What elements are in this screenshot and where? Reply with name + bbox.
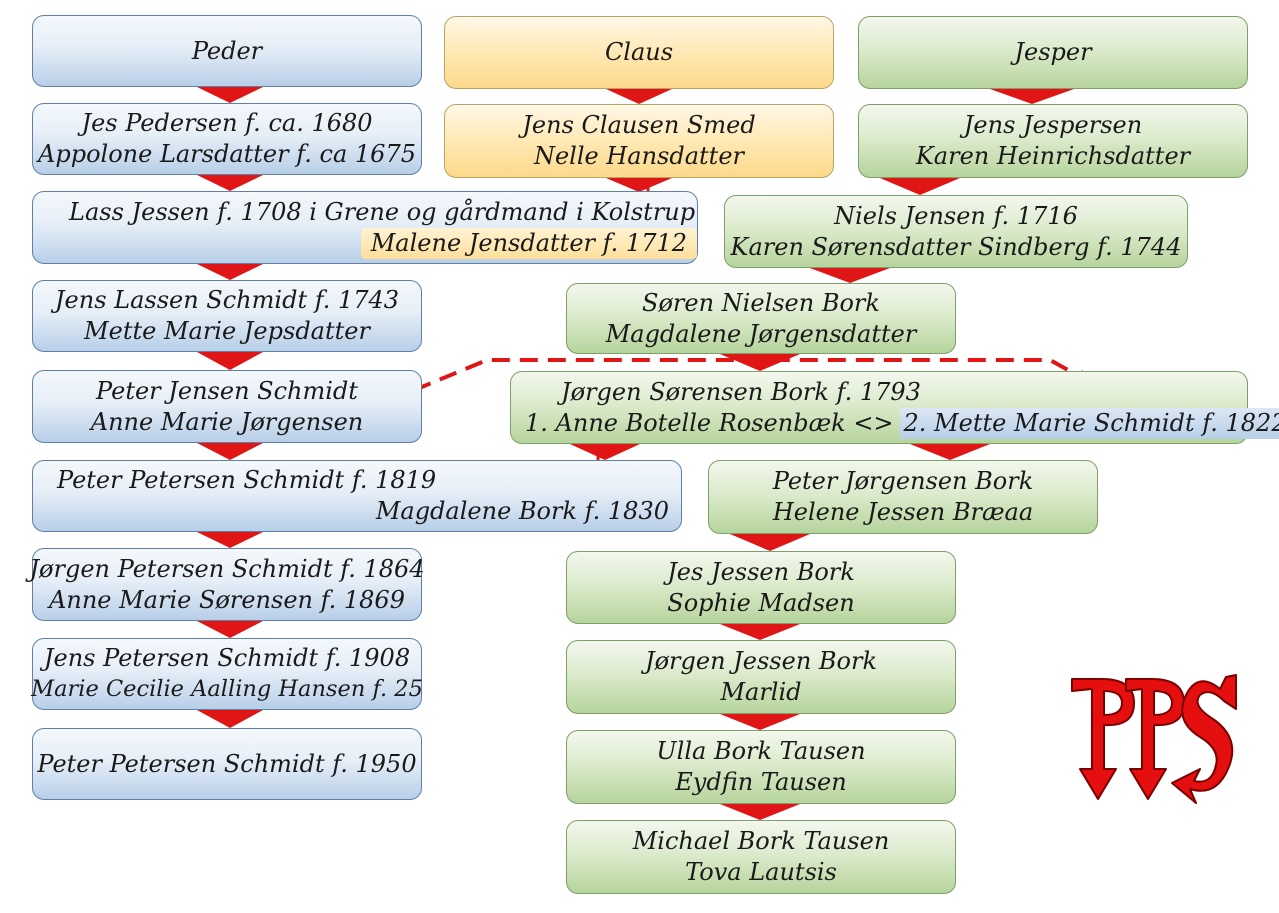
person-box: Peter Petersen Schmidt f. 1950 (32, 728, 422, 800)
spouse-first: 1. Anne Botelle Rosenbæk <> (525, 408, 894, 437)
person-box: Jens Jespersen Karen Heinrichsdatter (858, 104, 1248, 178)
connector-arrow (810, 268, 890, 283)
connector-arrow (990, 89, 1074, 104)
person-line: Michael Bork Tausen (632, 827, 890, 855)
person-box: Jes Jessen Bork Sophie Madsen (566, 551, 956, 624)
person-line: Niels Jensen f. 1716 (834, 201, 1078, 230)
person-line: Jens Clausen Smed (522, 111, 756, 139)
person-line: Jens Petersen Schmidt f. 1908 (43, 644, 411, 672)
person-line: Peter Petersen Schmidt f. 1950 (37, 749, 417, 778)
person-line: Jes Jessen Bork (667, 557, 855, 586)
connector-arrow (197, 621, 263, 638)
connector-arrow (730, 534, 810, 551)
spouse-second: 2. Mette Marie Schmidt f. 1822 (899, 407, 1279, 439)
person-line: Appolone Larsdatter f. ca 1675 (38, 140, 416, 168)
header-jesper: Jesper (858, 16, 1248, 89)
person-box: Jens Petersen Schmidt f. 1908 Marie Ceci… (31, 638, 423, 710)
person-line: Jørgen Jessen Bork (644, 647, 878, 675)
connector-arrow (197, 264, 263, 280)
person-line: Anne Marie Sørensen f. 1869 (49, 585, 405, 614)
connector-arrow (197, 175, 263, 191)
person-box: Peter Petersen Schmidt f. 1819 Magdalene… (32, 460, 682, 532)
person-line: Anne Marie Jørgensen (90, 407, 364, 436)
person-line: Jens Jespersen (963, 111, 1143, 139)
connector-arrow (197, 443, 263, 460)
person-line: Magdalene Bork f. 1830 (375, 497, 669, 525)
header-label: Claus (604, 38, 674, 66)
person-box: Peter Jørgensen Bork Helene Jessen Bræaa (708, 460, 1098, 534)
pps-logo (1071, 674, 1237, 804)
person-box: Niels Jensen f. 1716 Karen Sørensdatter … (724, 195, 1188, 268)
person-line: Ulla Bork Tausen (656, 737, 866, 765)
connector-arrow (720, 624, 800, 640)
person-line: Peter Jensen Schmidt (96, 376, 358, 405)
person-line: Malene Jensdatter f. 1712 (360, 227, 697, 259)
person-line: Tova Lautsis (685, 858, 837, 886)
connector-arrow (606, 89, 672, 104)
connector-arrow (606, 178, 672, 192)
header-claus: Claus (444, 16, 834, 89)
person-line: Eydfin Tausen (675, 768, 847, 796)
person-box: Søren Nielsen Bork Magdalene Jørgensdatt… (566, 283, 956, 354)
person-box: Ulla Bork Tausen Eydfin Tausen (566, 730, 956, 804)
connector-arrow (720, 804, 800, 820)
person-line: Marlid (720, 678, 802, 706)
person-line: Helene Jessen Bræaa (772, 498, 1034, 526)
person-line: Magdalene Jørgensdatter (605, 319, 917, 348)
person-line: Jørgen Sørensen Bork f. 1793 (561, 377, 921, 406)
person-line: Lass Jessen f. 1708 i Grene og gårdmand … (69, 197, 696, 226)
person-box: Jørgen Sørensen Bork f. 1793 1. Anne Bot… (510, 371, 1279, 444)
connector-arrow (720, 714, 800, 730)
person-box: Michael Bork Tausen Tova Lautsis (566, 820, 956, 894)
person-line: Peter Petersen Schmidt f. 1819 (57, 466, 437, 494)
connector-arrow (197, 710, 263, 728)
person-box: Jørgen Petersen Schmidt f. 1864 Anne Mar… (29, 548, 425, 621)
header-label: Peder (191, 36, 263, 65)
person-box: Lass Jessen f. 1708 i Grene og gårdmand … (32, 191, 698, 264)
person-line: Jes Pedersen f. ca. 1680 (81, 109, 373, 137)
person-box: Jens Lassen Schmidt f. 1743 Mette Marie … (32, 280, 422, 352)
person-line: Jens Lassen Schmidt f. 1743 (54, 286, 400, 314)
person-line: Karen Sørensdatter Sindberg f. 1744 (730, 232, 1182, 261)
person-box: Peter Jensen Schmidt Anne Marie Jørgense… (32, 370, 422, 443)
person-line: Marie Cecilie Aalling Hansen f. 25 (31, 676, 423, 702)
connector-arrow (197, 87, 263, 103)
spouse-row: 1. Anne Botelle Rosenbæk <> 2. Mette Mar… (511, 407, 1279, 439)
connector-arrow (197, 352, 263, 370)
connector-arrow (197, 532, 263, 548)
connector-arrow (570, 444, 640, 460)
person-line: Peter Jørgensen Bork (772, 467, 1034, 495)
person-line: Mette Marie Jepsdatter (84, 317, 370, 345)
connector-arrow (910, 444, 990, 460)
person-line: Jørgen Petersen Schmidt f. 1864 (29, 554, 425, 583)
connector-arrow (720, 354, 800, 371)
connector-arrow (880, 178, 960, 195)
header-peder: Peder (32, 15, 422, 87)
header-label: Jesper (1014, 38, 1092, 66)
person-box: Jørgen Jessen Bork Marlid (566, 640, 956, 714)
person-box: Jes Pedersen f. ca. 1680 Appolone Larsda… (32, 103, 422, 175)
person-box: Jens Clausen Smed Nelle Hansdatter (444, 104, 834, 178)
person-line: Nelle Hansdatter (533, 142, 745, 170)
person-line: Sophie Madsen (667, 588, 855, 617)
person-line: Søren Nielsen Bork (642, 288, 880, 317)
person-line: Karen Heinrichsdatter (915, 142, 1191, 170)
